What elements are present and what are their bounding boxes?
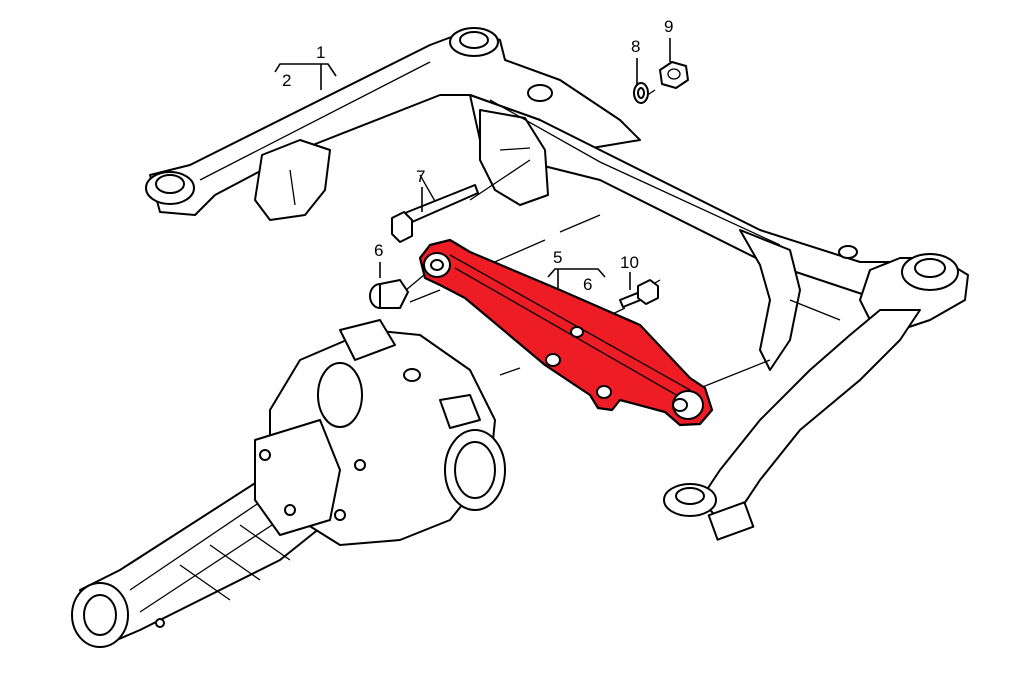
callout-8: 8: [631, 37, 640, 56]
bushing-6: [369, 279, 409, 309]
hex-bolt-7: [391, 184, 479, 243]
callout-6-part5: 6: [583, 275, 592, 294]
differential-housing: [71, 319, 506, 648]
lateral-link-arm-highlighted: [418, 238, 714, 427]
callout-leaders: [274, 38, 671, 290]
callout-1: 1: [316, 43, 325, 62]
hex-nut-9: [659, 61, 689, 89]
washer-8: [633, 82, 649, 104]
callout-10: 10: [620, 253, 639, 272]
callout-7: 7: [416, 167, 425, 186]
callout-6-bushing: 6: [374, 241, 383, 260]
callout-2: 2: [282, 71, 291, 90]
callout-9: 9: [664, 17, 673, 36]
callout-5: 5: [553, 248, 562, 267]
hex-bolt-10: [619, 279, 659, 308]
